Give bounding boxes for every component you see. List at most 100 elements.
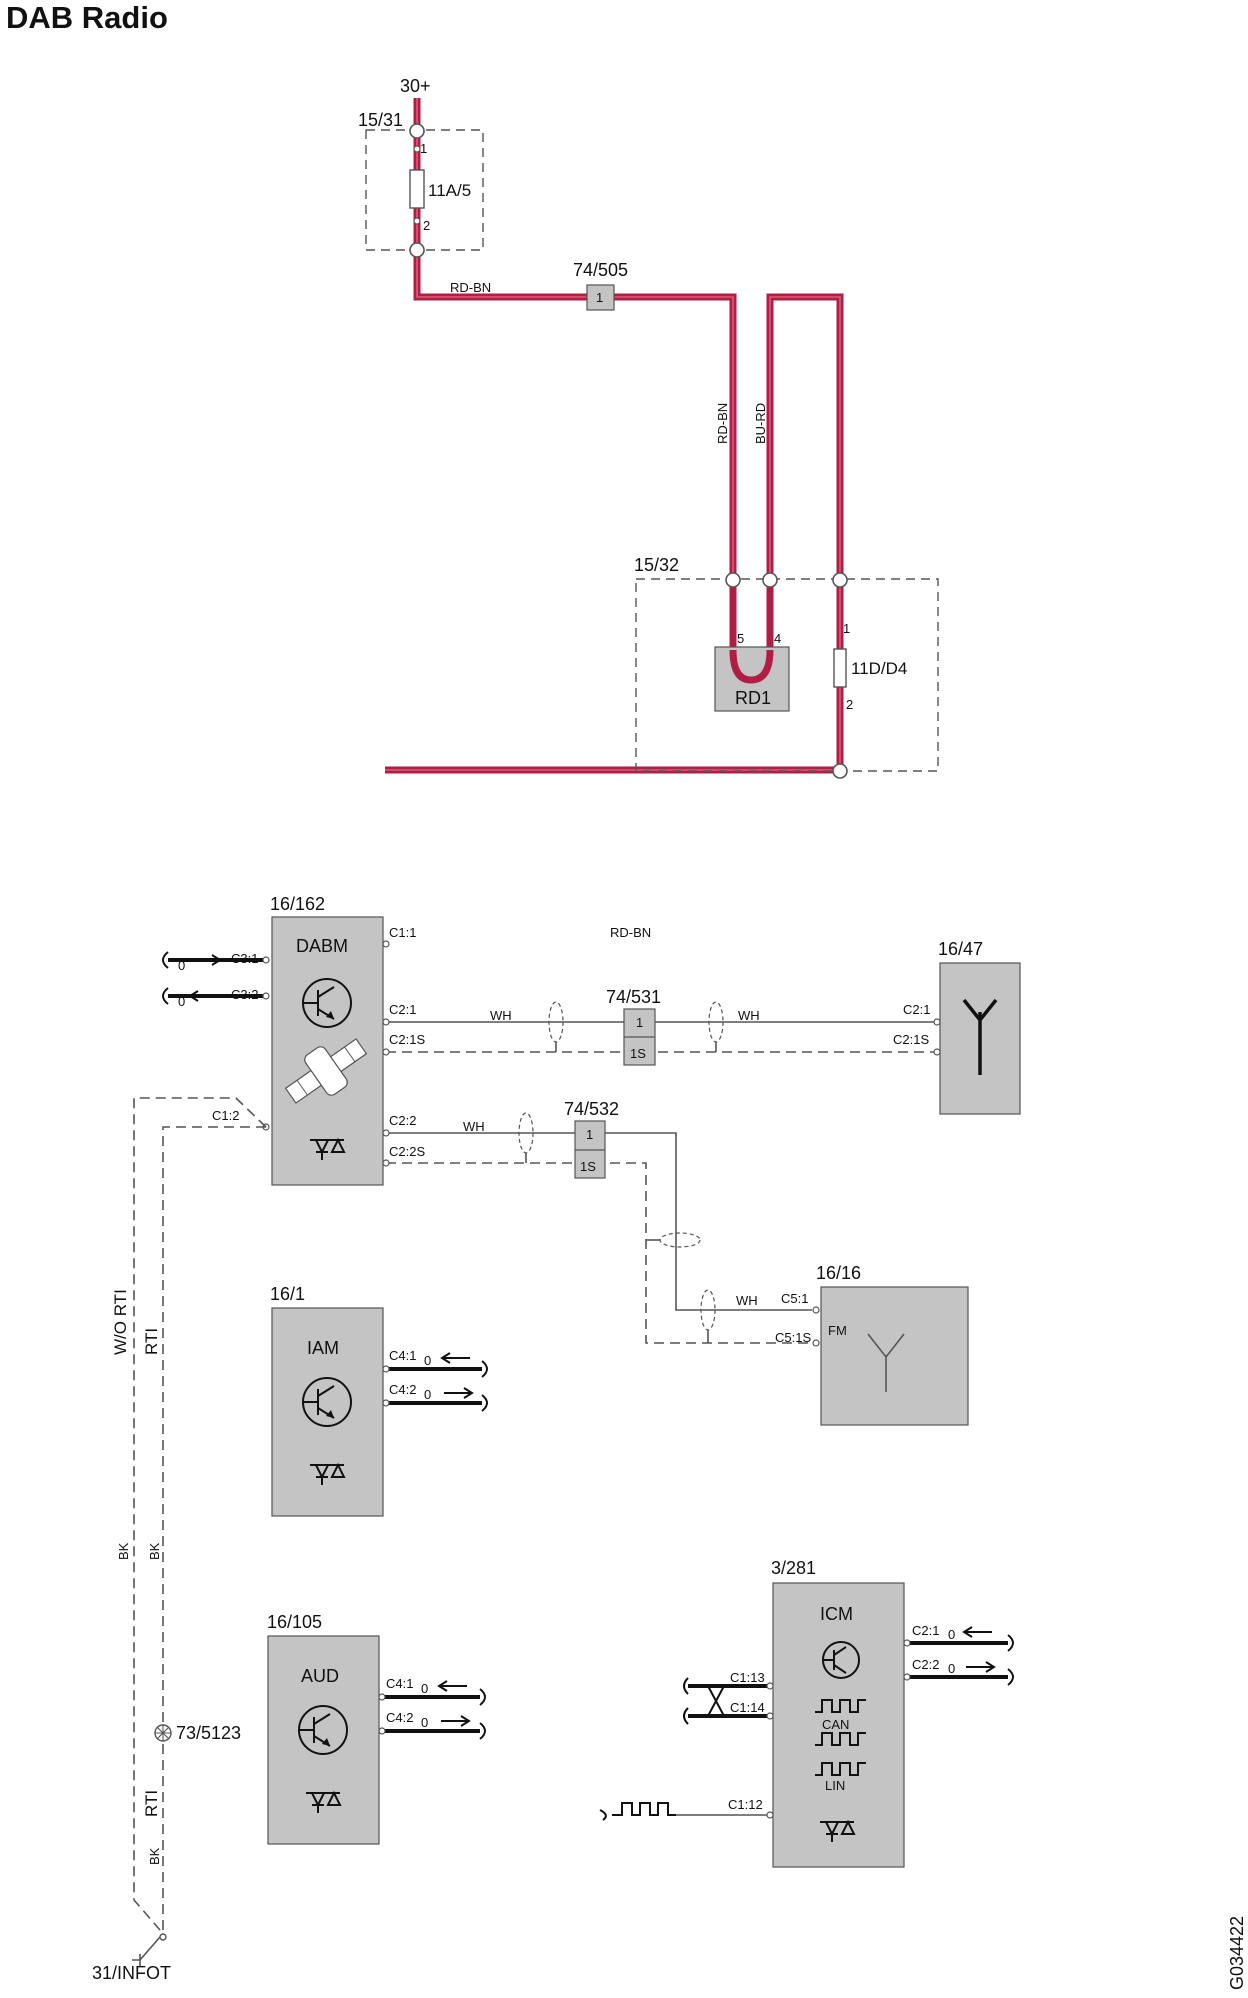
splice-531-pin: 1 [636,1015,643,1030]
figure-code: G034422 [1227,1916,1247,1990]
dabm-c2-1s: C2:1S [389,1032,425,1047]
connector-node [409,242,425,258]
icm-id: 3/281 [771,1558,816,1578]
label-wo-rti: W/O RTI [111,1289,130,1355]
signal-zero: 0 [948,1627,955,1642]
wire-label-bu-rd: BU-RD [753,403,768,444]
dabm-module [271,916,384,1186]
relay-pin-a: 5 [737,631,744,646]
transistor-icon [302,1377,352,1427]
signal-zero: 0 [424,1387,431,1402]
ground-wire-rti [162,1126,266,1930]
fuse-1-pin-in: 1 [420,141,427,156]
fuse-box-2 [635,578,939,772]
dabm-id: 16/162 [270,894,325,914]
ground-switch-icon [132,1933,167,1966]
label-rti-lower: RTI [142,1790,161,1817]
connector-node [409,123,425,139]
wire-label-wh: WH [490,1008,512,1023]
wire-label-wh: WH [738,1008,760,1023]
satellite-icon [284,1038,368,1104]
relay-rd1-label: RD1 [735,688,771,708]
iam-module [271,1307,384,1517]
fuse-box-2-label: 15/32 [634,555,679,575]
dabm-c2-2: C2:2 [389,1113,416,1128]
twisted-pair-icon [707,1685,725,1717]
label-rti: RTI [142,1328,161,1355]
arrow-right-icon [192,954,222,966]
aud-c4-2: C4:2 [386,1710,413,1725]
diode-icon [820,1819,856,1842]
signal-zero: 0 [421,1715,428,1730]
iam-id: 16/1 [270,1284,305,1304]
fuse-box-1-label: 15/31 [358,110,403,130]
dabm-c2-1: C2:1 [389,1002,416,1017]
splice-505 [586,284,615,311]
antenna-icon [867,1333,905,1392]
splice-531-pin-s: 1S [630,1046,646,1061]
dabm-c3-2: C3:2 [231,987,258,1002]
dabm-name: DABM [296,936,348,956]
splice-532-pin-s: 1S [580,1159,596,1174]
connector-node [725,572,741,588]
fm-antenna-name: FM [828,1323,847,1338]
connector-node [832,572,848,588]
iam-c4-2: C4:2 [389,1382,416,1397]
connector-node [762,572,778,588]
signal-zero: 0 [948,1661,955,1676]
arrow-right-icon [444,1387,474,1399]
fuse-2-pin-in: 1 [843,621,850,636]
signal-zero: 0 [424,1353,431,1368]
fuse-1-symbol [409,169,425,209]
wire-label-wh: WH [736,1293,758,1308]
fuse-1-label: 11A/5 [428,181,471,200]
signal-zero: 0 [178,994,185,1009]
icm-c2-1: C2:1 [912,1623,939,1638]
antenna-dab-c2-1s: C2:1S [893,1032,929,1047]
relay-pin-b: 4 [774,631,781,646]
signal-zero: 0 [421,1681,428,1696]
fuse-2-label: 11D/D4 [851,659,907,678]
transistor-icon [302,978,352,1028]
dabm-c1-1: C1:1 [389,925,416,940]
icm-module [772,1582,905,1868]
page-title: DAB Radio [6,0,168,35]
fuse-2-symbol [833,648,847,688]
arrow-left-icon [188,990,218,1002]
dabm-c2-2s: C2:2S [389,1144,425,1159]
icm-c1-12: C1:12 [728,1797,763,1812]
icm-c2-2: C2:2 [912,1657,939,1672]
wire-label-rd-bn: RD-BN [450,280,491,295]
arrow-left-icon [962,1626,992,1638]
supply-label: 30+ [400,76,431,96]
splice-531-label: 74/531 [606,987,661,1007]
wire-label-rd-bn-2: RD-BN [610,925,651,940]
antenna-icon [962,998,998,1075]
dabm-c3-1: C3:1 [231,951,258,966]
fuse-2-pin-out: 2 [846,697,853,712]
connector-node [832,763,848,779]
aud-module [267,1635,380,1845]
icm-c1-13: C1:13 [730,1670,765,1685]
iam-c4-1: C4:1 [389,1348,416,1363]
splice-505-label: 74/505 [573,260,628,280]
power-wire-main [413,98,737,578]
dabm-c1-2: C1:2 [212,1108,239,1123]
aud-id: 16/105 [267,1612,322,1632]
ground-point-label: 31/INFOT [92,1963,171,1983]
fm-antenna-module [820,1286,969,1426]
icm-can-label: CAN [822,1717,849,1732]
wire-label-bk: BK [116,1542,131,1560]
splice-532-label: 74/532 [564,1099,619,1119]
diode-icon [310,1137,346,1160]
antenna-dab-c2-1: C2:1 [903,1002,930,1017]
aud-c4-1: C4:1 [386,1676,413,1691]
icm-lin-label: LIN [825,1778,845,1793]
arrow-right-icon [441,1715,471,1727]
antenna-dab-id: 16/47 [938,939,983,959]
transistor-icon [298,1705,348,1755]
splice-532-pin: 1 [586,1127,593,1142]
can-bus-icon [815,1699,866,1746]
fm-c5-1: C5:1 [781,1291,808,1306]
